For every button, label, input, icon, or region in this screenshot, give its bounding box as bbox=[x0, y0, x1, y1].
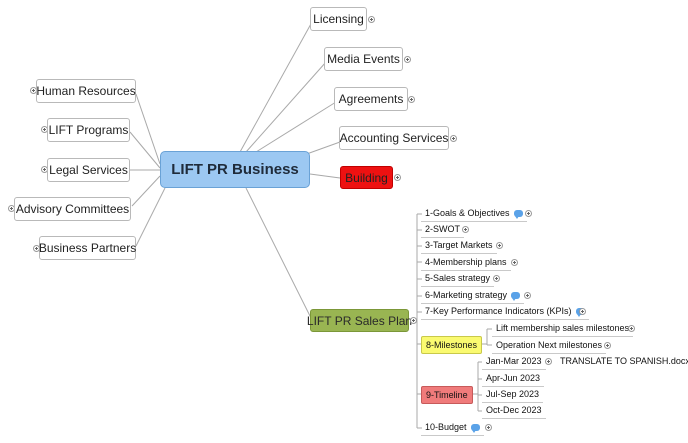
topic-legal-services[interactable]: Legal Services bbox=[47, 158, 130, 182]
subtopic-label: 9-Timeline bbox=[426, 390, 468, 400]
collapse-icon[interactable] bbox=[410, 317, 417, 324]
milestone-lift-membership[interactable]: Lift membership sales milestones bbox=[492, 320, 634, 337]
expand-plus-icon[interactable] bbox=[579, 308, 586, 315]
subtopic-membership-plans[interactable]: 4-Membership plans bbox=[421, 254, 511, 271]
subtopic-swot[interactable]: 2-SWOT bbox=[421, 221, 464, 238]
subtopic-sales-strategy[interactable]: 5-Sales strategy bbox=[421, 270, 495, 287]
topic-label: Media Events bbox=[327, 52, 400, 66]
expand-plus-icon[interactable] bbox=[496, 242, 503, 249]
attachment-label: TRANSLATE TO SPANISH.docx bbox=[560, 356, 688, 366]
expand-plus-icon[interactable] bbox=[404, 56, 411, 63]
attachment-file[interactable]: TRANSLATE TO SPANISH.docx bbox=[556, 353, 688, 369]
expand-plus-icon[interactable] bbox=[511, 259, 518, 266]
topic-label: LIFT PR Sales Plan bbox=[306, 313, 413, 328]
timeline-apr-jun[interactable]: Apr-Jun 2023 bbox=[482, 370, 545, 387]
note-icon[interactable] bbox=[511, 292, 521, 302]
subtopic-label: 6-Marketing strategy bbox=[425, 290, 508, 300]
expand-plus-icon[interactable] bbox=[394, 174, 401, 181]
topic-label: Licensing bbox=[313, 12, 364, 26]
subtopic-label: 8-Milestones bbox=[426, 340, 478, 350]
subtopic-label: 7-Key Performance Indicators (KPIs) bbox=[425, 306, 572, 316]
subtopic-label: 3-Target Markets bbox=[425, 240, 493, 250]
note-icon[interactable] bbox=[470, 424, 480, 434]
subtopic-milestones[interactable]: 8-Milestones bbox=[421, 336, 483, 354]
topic-label: Business Partners bbox=[38, 241, 137, 255]
timeline-jan-mar[interactable]: Jan-Mar 2023 bbox=[482, 353, 546, 370]
expand-plus-icon[interactable] bbox=[450, 135, 457, 142]
subtopic-budget[interactable]: 10-Budget bbox=[421, 419, 484, 436]
milestone-operation-next[interactable]: Operation Next milestones bbox=[492, 337, 607, 354]
expand-plus-icon[interactable] bbox=[524, 292, 531, 299]
subtopic-label: Operation Next milestones bbox=[496, 340, 603, 350]
topic-label: LIFT Programs bbox=[48, 123, 129, 137]
topic-licensing[interactable]: Licensing bbox=[310, 7, 367, 31]
subtopic-label: Apr-Jun 2023 bbox=[486, 373, 541, 383]
topic-label: Accounting Services bbox=[339, 131, 449, 145]
topic-label: Advisory Committees bbox=[15, 202, 130, 216]
subtopic-kpis[interactable]: 7-Key Performance Indicators (KPIs) bbox=[421, 303, 589, 320]
subtopic-goals[interactable]: 1-Goals & Objectives bbox=[421, 205, 527, 222]
topic-sales-plan[interactable]: LIFT PR Sales Plan bbox=[306, 309, 413, 332]
topic-agreements[interactable]: Agreements bbox=[334, 87, 408, 111]
topic-building[interactable]: Building bbox=[340, 166, 393, 189]
expand-plus-icon[interactable] bbox=[604, 342, 611, 349]
topic-media-events[interactable]: Media Events bbox=[324, 47, 403, 71]
topic-label: Legal Services bbox=[49, 163, 128, 177]
topic-label: Building bbox=[345, 170, 388, 185]
expand-plus-icon[interactable] bbox=[628, 325, 635, 332]
expand-plus-icon[interactable] bbox=[525, 210, 532, 217]
expand-plus-icon[interactable] bbox=[368, 16, 375, 23]
subtopic-marketing-strategy[interactable]: 6-Marketing strategy bbox=[421, 287, 525, 304]
expand-plus-icon[interactable] bbox=[408, 96, 415, 103]
expand-plus-icon[interactable] bbox=[485, 424, 492, 431]
topic-business-partners[interactable]: Business Partners bbox=[39, 236, 136, 260]
expand-plus-icon[interactable] bbox=[493, 275, 500, 282]
subtopic-label: 2-SWOT bbox=[425, 224, 460, 234]
central-topic[interactable]: LIFT PR Business bbox=[160, 151, 310, 188]
timeline-jul-sep[interactable]: Jul-Sep 2023 bbox=[482, 386, 544, 403]
subtopic-label: 10-Budget bbox=[425, 422, 467, 432]
subtopic-timeline[interactable]: 9-Timeline bbox=[421, 386, 473, 404]
subtopic-label: Jan-Mar 2023 bbox=[486, 356, 542, 366]
subtopic-label: 4-Membership plans bbox=[425, 257, 507, 267]
subtopic-target-markets[interactable]: 3-Target Markets bbox=[421, 237, 497, 254]
attachment-icon[interactable] bbox=[545, 358, 552, 365]
subtopic-label: Jul-Sep 2023 bbox=[486, 389, 540, 399]
subtopic-label: Oct-Dec 2023 bbox=[486, 405, 542, 415]
subtopic-label: 5-Sales strategy bbox=[425, 273, 491, 283]
subtopic-label: 1-Goals & Objectives bbox=[425, 208, 510, 218]
topic-lift-programs[interactable]: LIFT Programs bbox=[47, 118, 130, 142]
subtopic-label: Lift membership sales milestones bbox=[496, 323, 630, 333]
timeline-oct-dec[interactable]: Oct-Dec 2023 bbox=[482, 402, 546, 419]
central-topic-label: LIFT PR Business bbox=[171, 161, 299, 178]
expand-plus-icon[interactable] bbox=[462, 226, 469, 233]
note-icon[interactable] bbox=[513, 210, 523, 220]
topic-accounting-services[interactable]: Accounting Services bbox=[339, 126, 449, 150]
topic-advisory-committees[interactable]: Advisory Committees bbox=[14, 197, 131, 221]
topic-label: Human Resources bbox=[36, 84, 136, 98]
topic-label: Agreements bbox=[338, 92, 404, 106]
topic-human-resources[interactable]: Human Resources bbox=[36, 79, 136, 103]
